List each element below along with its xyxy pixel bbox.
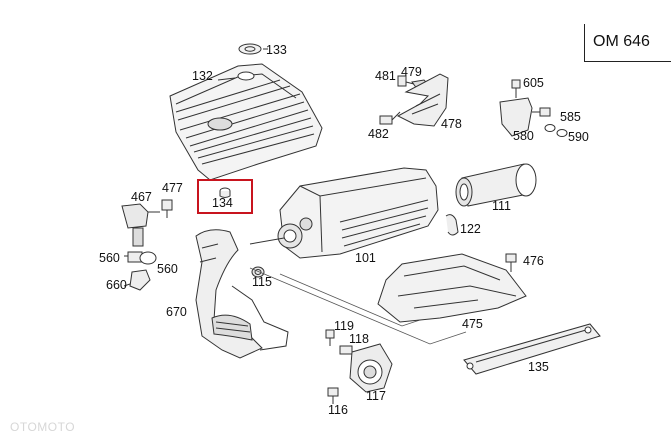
clamp-560 <box>124 251 157 265</box>
engine-code: OM 646 <box>593 33 650 50</box>
callout-482: 482 <box>368 127 389 141</box>
callout-101: 101 <box>355 251 376 265</box>
grommet-134 <box>219 187 231 198</box>
highlight-box-134 <box>197 179 253 214</box>
callout-119: 119 <box>334 319 354 333</box>
callout-478: 478 <box>441 117 462 131</box>
seal-ring-133 <box>238 43 268 55</box>
strip-135 <box>463 323 601 375</box>
engine-code-box: OM 646 <box>584 24 671 62</box>
callout-477: 477 <box>162 181 183 195</box>
watermark: OTOMOTO <box>10 420 76 434</box>
callout-560-left: 560 <box>99 251 120 265</box>
intake-manifold-101 <box>249 167 439 259</box>
callout-118: 118 <box>349 332 369 346</box>
clamp-660 <box>123 269 151 291</box>
throttle-group-117 <box>325 329 393 404</box>
callout-133: 133 <box>266 43 287 57</box>
callout-585: 585 <box>560 110 581 124</box>
bracket-group-580 <box>499 79 568 137</box>
callout-475: 475 <box>462 317 483 331</box>
callout-134: 134 <box>212 196 233 210</box>
bracket-group-478 <box>379 73 449 127</box>
callout-580: 580 <box>513 129 534 143</box>
clip-122 <box>445 214 459 236</box>
callout-122: 122 <box>460 222 481 236</box>
callout-132: 132 <box>192 69 213 83</box>
callout-116: 116 <box>328 403 348 417</box>
bolt-476 <box>505 253 517 272</box>
callout-135: 135 <box>528 360 549 374</box>
callout-560-right: 560 <box>157 262 178 276</box>
filter-tube-111 <box>455 163 537 207</box>
callout-115: 115 <box>252 275 272 289</box>
callout-467: 467 <box>131 190 152 204</box>
callout-481: 481 <box>375 69 396 83</box>
shield-475 <box>377 253 527 323</box>
ring-115 <box>251 266 265 278</box>
callout-117: 117 <box>366 389 386 403</box>
callout-476: 476 <box>523 254 544 268</box>
sensor-467 <box>121 199 173 247</box>
callout-660: 660 <box>106 278 127 292</box>
callout-590: 590 <box>568 130 589 144</box>
callout-111: 111 <box>492 199 512 213</box>
callout-670: 670 <box>166 305 187 319</box>
engine-cover-132 <box>169 63 323 181</box>
callout-479: 479 <box>401 65 422 79</box>
intake-hose-670 <box>195 229 289 359</box>
callout-605: 605 <box>523 76 544 90</box>
